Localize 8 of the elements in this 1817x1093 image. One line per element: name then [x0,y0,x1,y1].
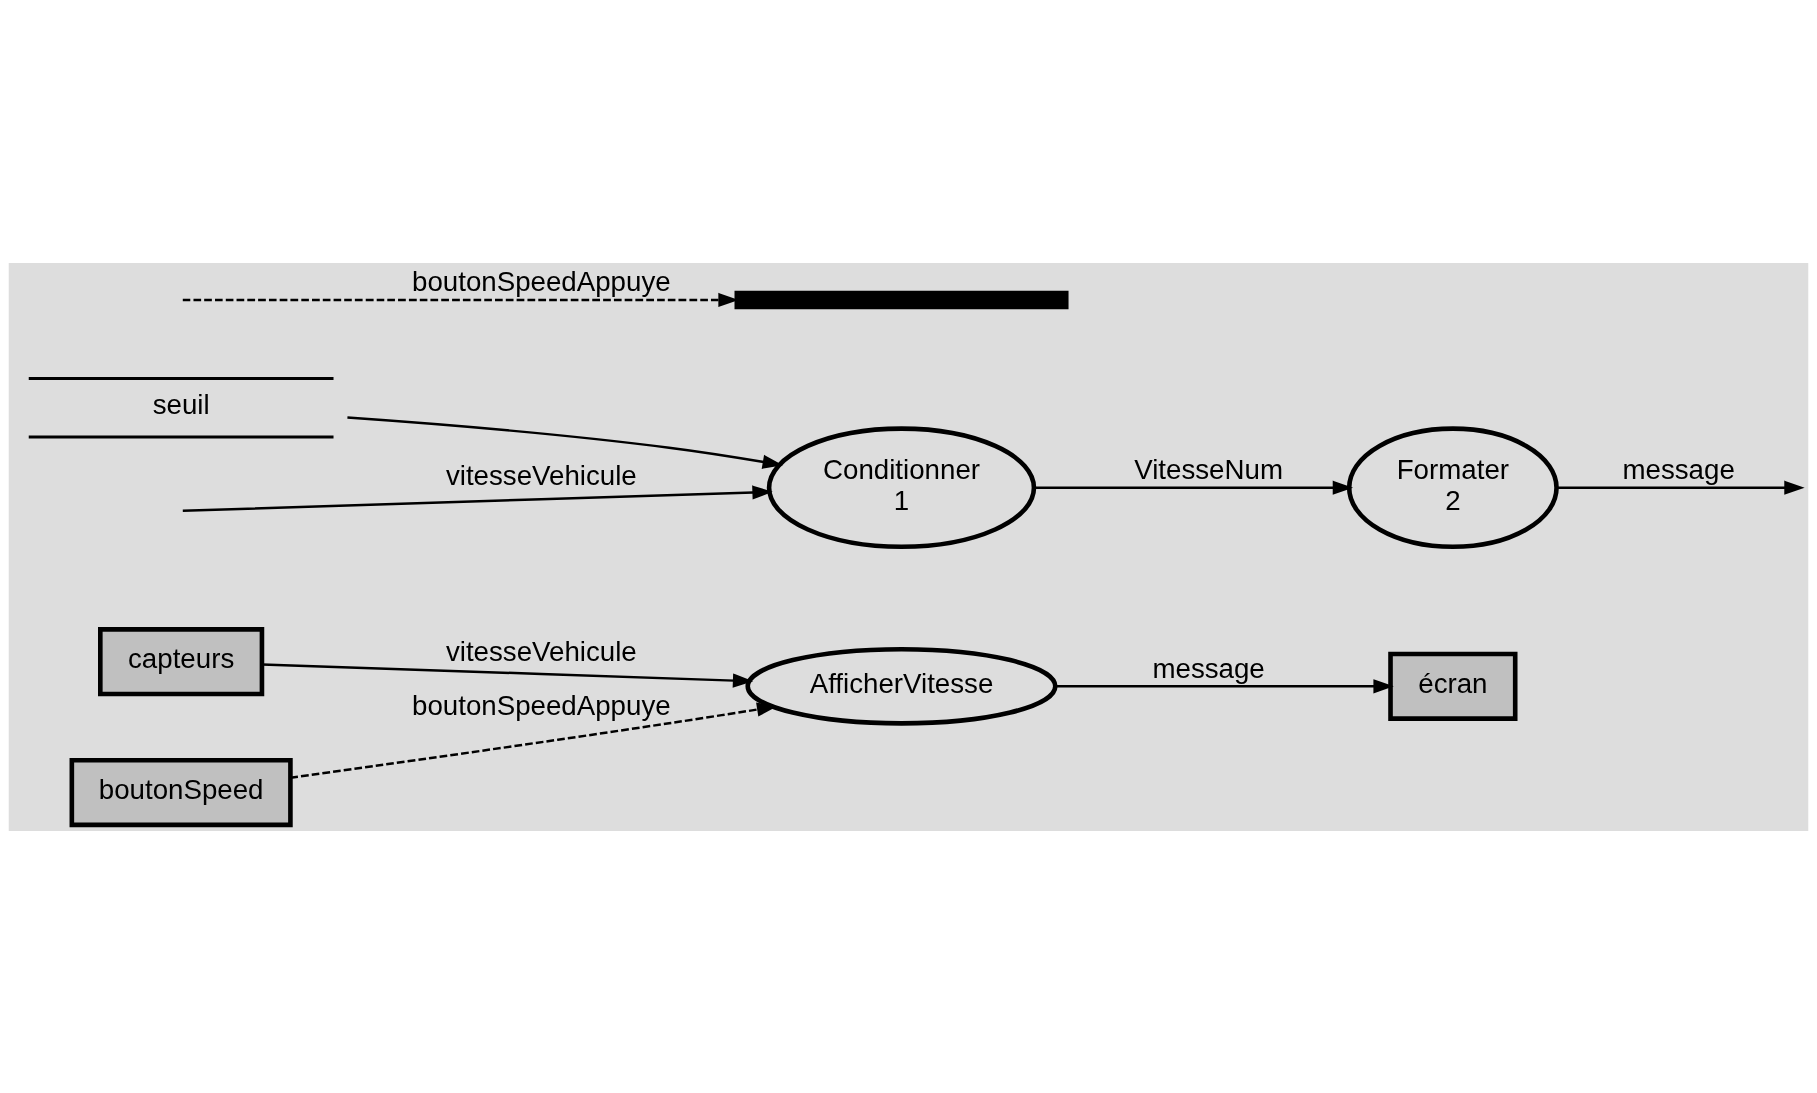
edge-label: vitesseVehicule [445,459,637,491]
edge-label: message [1152,652,1265,684]
edge-label: VitesseNum [1134,453,1283,485]
edge-label: vitesseVehicule [445,635,637,667]
edge-label: boutonSpeedAppuye [412,265,671,297]
edge-label: message [1622,453,1735,485]
edge-label: boutonSpeedAppuye [412,689,671,721]
node-text: seuil [152,388,210,420]
